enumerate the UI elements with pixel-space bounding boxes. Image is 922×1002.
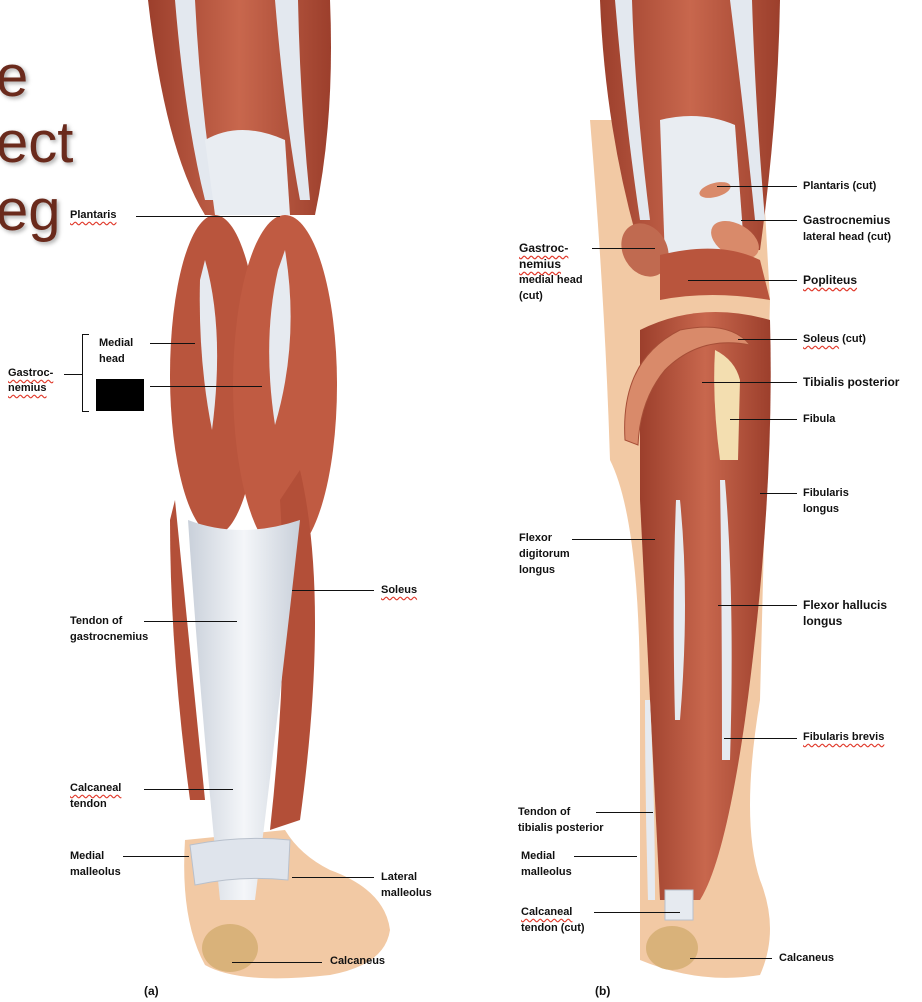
leader-medial-malleolus-a [123, 856, 189, 857]
leader-fibularis-longus-b [760, 493, 797, 494]
soleus-cut-b [624, 326, 752, 446]
gastro-medial-tendon-a [199, 260, 218, 430]
label-medial-malleolus-a-2: malleolus [70, 866, 121, 878]
label-tibialis-posterior-b: Tibialis posterior [803, 375, 900, 389]
title-fragment-2: ect [0, 110, 74, 175]
leader-calcaneal-a [144, 789, 233, 790]
soleus-medial-a [170, 500, 205, 800]
gastro-lateral-tendon-a [269, 250, 291, 425]
label-fibularis-brevis-b: Fibularis brevis [803, 731, 885, 743]
label-calcaneal-cut-b-1: Calcaneal [521, 906, 573, 918]
calcaneal-stump-b [664, 889, 694, 921]
label-flexor-dig-b-3: longus [519, 564, 556, 576]
label-medial-malleolus-b-2: malleolus [521, 866, 572, 878]
soleus-a [270, 470, 315, 830]
label-lateral-malleolus-a-1: Lateral [381, 871, 418, 883]
leader-medial-head-a [150, 343, 195, 344]
label-flexor-hallucis-b-1: Flexor hallucis [803, 598, 888, 612]
label-flexor-dig-b-1: Flexor [519, 532, 553, 544]
panel-tag-b: (b) [595, 984, 611, 998]
leader-tendon-gastro-a [144, 621, 237, 622]
leader-plantaris-a [136, 216, 280, 217]
leader-gastro-medial-b [592, 248, 655, 249]
label-fibularis-longus-b-1: Fibularis [803, 487, 849, 499]
label-gastro-lateral-b-2: lateral head (cut) [803, 231, 892, 243]
deep-muscles-b [640, 312, 771, 900]
leader-lateral-head-a [150, 386, 262, 387]
flexor-tendons-b [673, 480, 732, 760]
panel-a-art [148, 0, 390, 979]
label-calcaneal-a-1: Calcaneal [70, 782, 122, 794]
retinaculum-a [189, 837, 291, 886]
label-plantaris-cut-b: Plantaris (cut) [803, 180, 877, 192]
title-fragment-3: eg [0, 178, 61, 243]
label-soleus-cut-b: Soleus (cut) [803, 332, 866, 347]
tibialis-tendon-b [645, 700, 655, 900]
popliteal-fossa-a [205, 130, 290, 215]
label-soleus-cut-b-suffix: (cut) [839, 333, 866, 345]
label-tendon-gastro-a-1: Tendon of [70, 615, 123, 627]
label-tendon-tibialis-b-2: tibialis posterior [518, 822, 604, 834]
label-calcaneal-cut-b-2: tendon (cut) [521, 922, 585, 934]
leader-fibularis-brevis-b [724, 738, 797, 739]
label-soleus-cut-b-name: Soleus [803, 333, 840, 345]
label-gastro-lateral-b-1: Gastrocnemius [803, 213, 891, 227]
label-gastro-medial-b-3: medial head [519, 274, 583, 286]
leader-flexor-hallucis-b [718, 605, 797, 606]
gastro-lateral-head-a [233, 215, 337, 555]
label-tendon-tibialis-b-1: Tendon of [518, 806, 571, 818]
label-lateral-malleolus-a-2: malleolus [381, 887, 432, 899]
label-plantaris-a: Plantaris [70, 209, 117, 221]
panel-b-art [590, 0, 780, 978]
label-medial-malleolus-a-1: Medial [70, 850, 105, 862]
label-medial-head-a-1: Medial [99, 337, 134, 349]
gastro-medial-cut-b [621, 223, 669, 277]
label-popliteus-b: Popliteus [803, 273, 858, 287]
label-calcaneal-a-2: tendon [70, 798, 107, 810]
calcaneal-tendon-a [188, 520, 300, 900]
fibula-bone-b [714, 350, 740, 460]
leader-gastro-lateral-b [741, 220, 797, 221]
title-fragment-1: e [0, 44, 29, 109]
label-calcaneus-b: Calcaneus [779, 952, 835, 964]
leader-calcaneus-a [232, 962, 322, 963]
popliteus-b [660, 248, 770, 300]
leader-popliteus-b [688, 280, 797, 281]
label-gastro-medial-b-4: (cut) [519, 290, 543, 302]
leader-tendon-tibialis-b [596, 812, 653, 813]
leader-soleus-cut-b [738, 339, 797, 340]
leader-flexor-dig-b [572, 539, 655, 540]
panel-tag-a: (a) [144, 984, 159, 998]
leader-calcaneal-cut-b [594, 912, 680, 913]
thigh-tendons-b [615, 0, 765, 220]
leader-fibula-b [730, 419, 797, 420]
label-fibularis-longus-b-2: longus [803, 503, 840, 515]
leader-soleus-a [292, 590, 374, 591]
leader-medial-malleolus-b [574, 856, 637, 857]
label-fibula-b: Fibula [803, 413, 836, 425]
bracket-gastrocnemius-a [82, 334, 89, 412]
leader-gastrocnemius-a [64, 374, 82, 375]
calcaneus-bone-a [202, 924, 258, 972]
label-flexor-hallucis-b-2: longus [803, 614, 843, 628]
calcaneus-bone-b [646, 926, 698, 970]
leader-lateral-malleolus-a [292, 877, 374, 878]
label-gastro-medial-b-2: nemius [519, 257, 562, 271]
label-flexor-dig-b-2: digitorum [519, 548, 570, 560]
leader-calcaneus-b [690, 958, 772, 959]
label-medial-head-a-2: head [99, 353, 125, 365]
label-gastro-medial-b-1: Gastroc- [519, 241, 569, 255]
leader-plantaris-cut-b [717, 186, 797, 187]
label-gastrocnemius-a-2: nemius [8, 382, 47, 394]
redaction-box [96, 379, 144, 411]
label-calcaneus-a: Calcaneus [330, 955, 386, 967]
label-gastrocnemius-a-1: Gastroc- [8, 367, 54, 379]
label-tendon-gastro-a-2: gastrocnemius [70, 631, 149, 643]
label-medial-malleolus-b-1: Medial [521, 850, 556, 862]
label-soleus-a: Soleus [381, 584, 418, 596]
leader-tibialis-posterior-b [702, 382, 797, 383]
thigh-tendons-a [175, 0, 310, 200]
